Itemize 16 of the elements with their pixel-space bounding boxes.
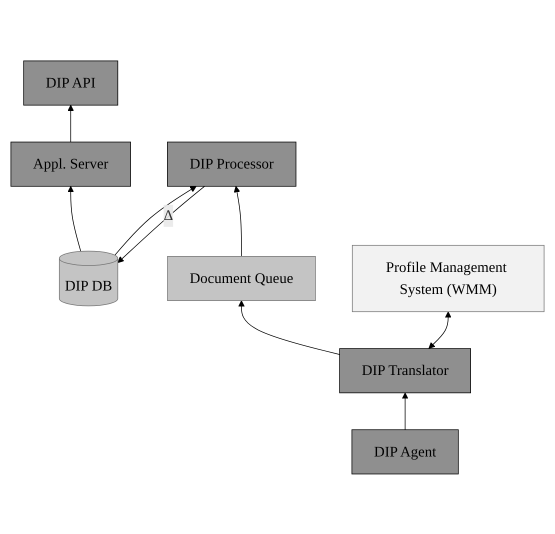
node-box: DIP API — [23, 60, 118, 106]
node-box: Profile Management System (WMM) — [352, 244, 544, 312]
arrow — [114, 186, 196, 256]
arrow — [234, 186, 242, 256]
node-box: Appl. Server — [10, 141, 131, 186]
node-box: Document Queue — [167, 256, 316, 301]
edge-label: Δ — [164, 207, 174, 224]
node-box: DIP Translator — [339, 348, 471, 393]
arrow — [238, 300, 340, 354]
arrow — [118, 185, 205, 263]
arrow — [68, 104, 74, 142]
node-box: DIP Agent — [352, 428, 459, 474]
node-box: DIP Processor — [167, 141, 296, 186]
arrow — [402, 392, 408, 430]
arrow — [68, 186, 82, 252]
arrow — [428, 310, 452, 348]
